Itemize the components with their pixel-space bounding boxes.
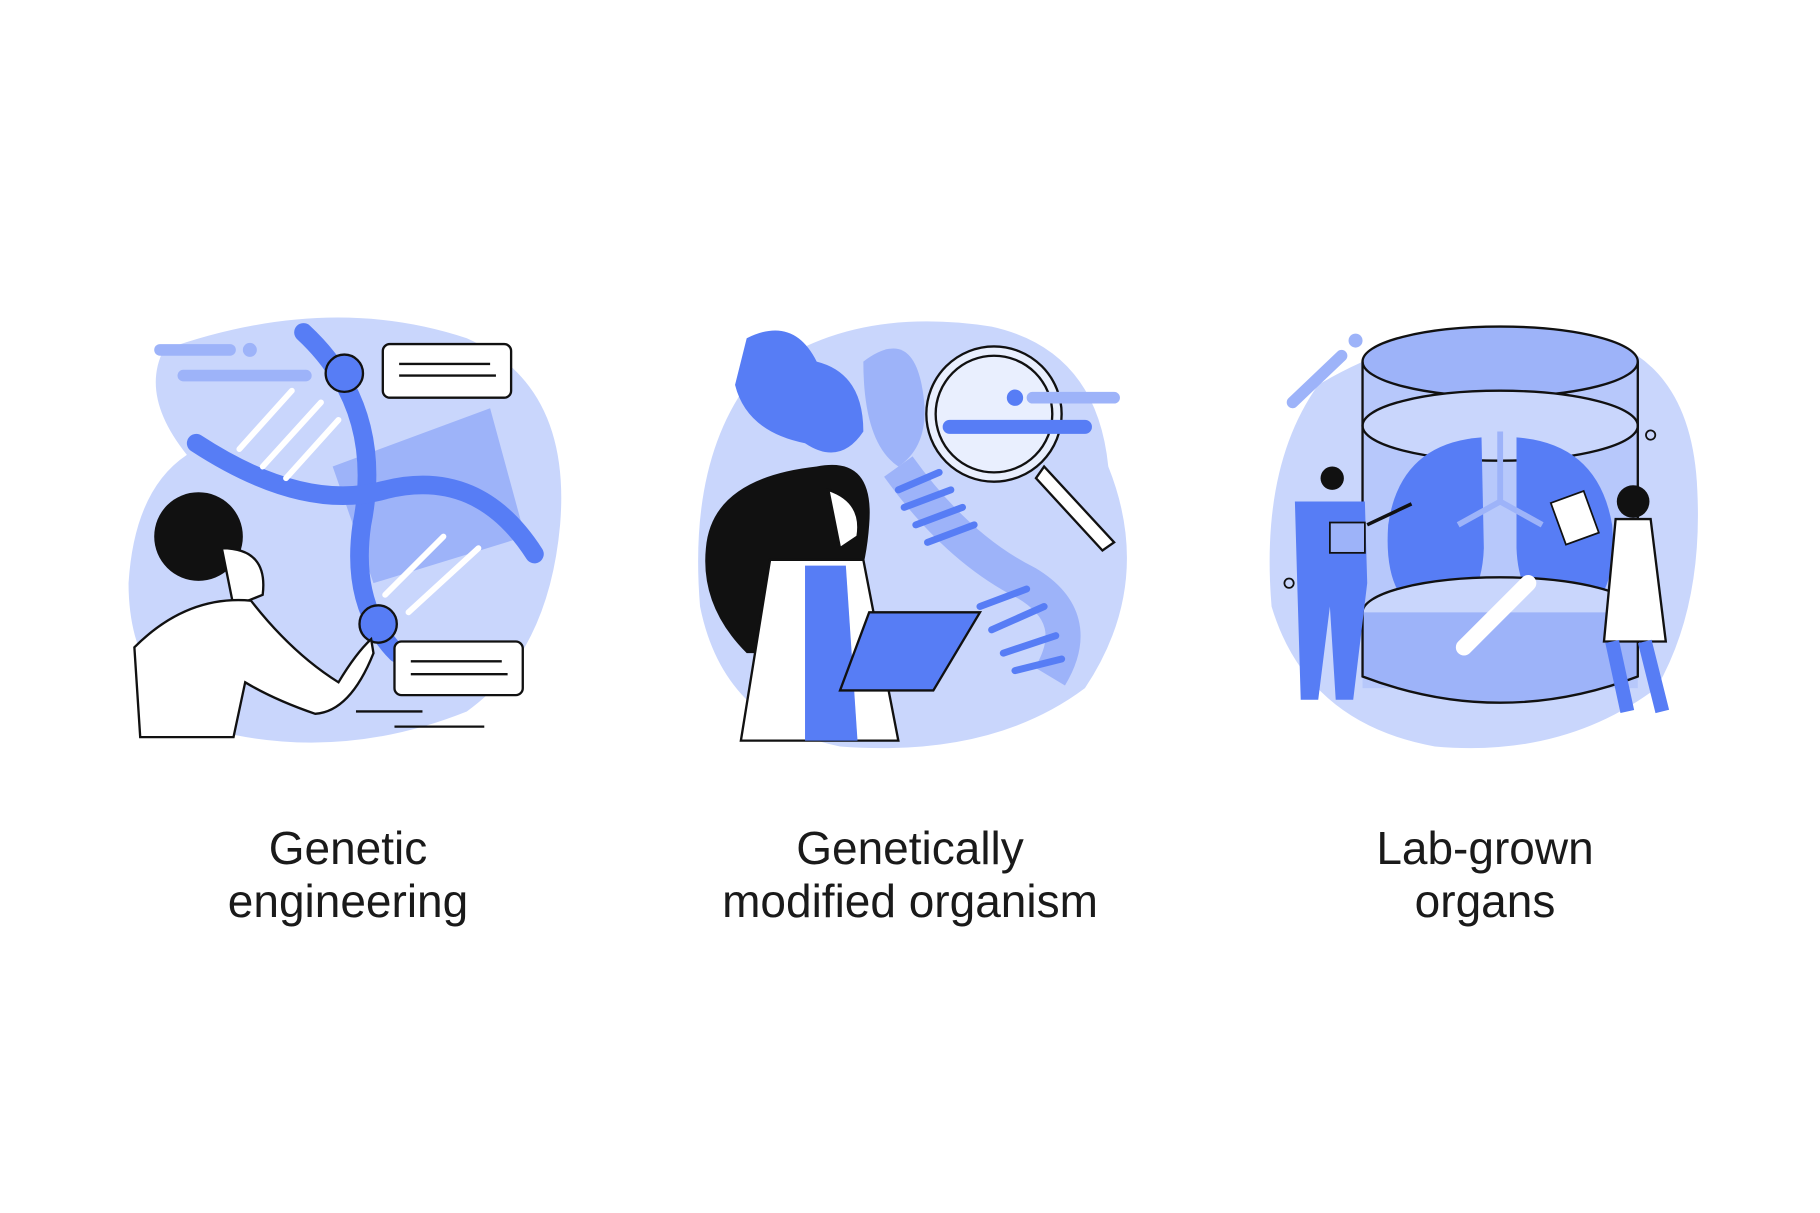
lab-grown-organs-icon: [1269, 325, 1698, 749]
genetic-engineering-icon: [128, 317, 562, 743]
caption-line: organs: [1414, 875, 1556, 927]
caption-line: Lab-grown: [1376, 822, 1594, 874]
caption-line: Genetic: [268, 822, 428, 874]
caption-lab-grown-organs: Lab-grown organs: [1185, 822, 1785, 928]
caption-genetic-engineering: Genetic engineering: [48, 822, 648, 928]
caption-line: Genetically: [796, 822, 1024, 874]
gmo-icon: [698, 321, 1127, 749]
caption-line: engineering: [227, 875, 469, 927]
caption-line: modified organism: [722, 875, 1098, 927]
caption-gmo: Genetically modified organism: [610, 822, 1210, 928]
